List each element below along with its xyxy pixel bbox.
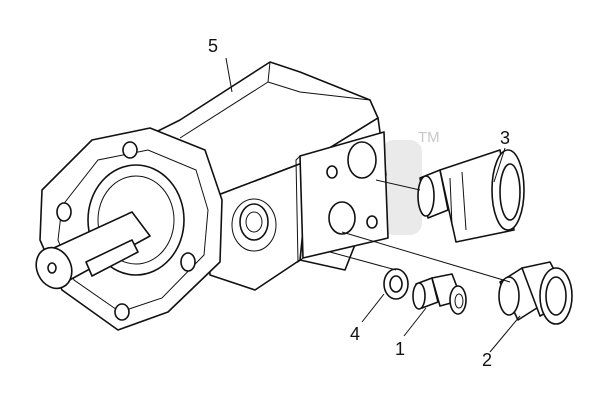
callout-4: 4 <box>350 324 360 344</box>
port-plate <box>295 131 389 264</box>
fitting-part-3 <box>417 149 525 243</box>
callout-3: 3 <box>500 128 510 148</box>
callout-2: 2 <box>482 350 492 370</box>
leader-lines <box>225 57 521 353</box>
watermark-trademark: TM <box>418 129 440 146</box>
fitting-part-2 <box>498 261 573 325</box>
callout-1: 1 <box>395 339 405 359</box>
fitting-part-1 <box>412 273 467 315</box>
washer-part-4 <box>383 268 409 300</box>
callout-5: 5 <box>208 36 218 56</box>
